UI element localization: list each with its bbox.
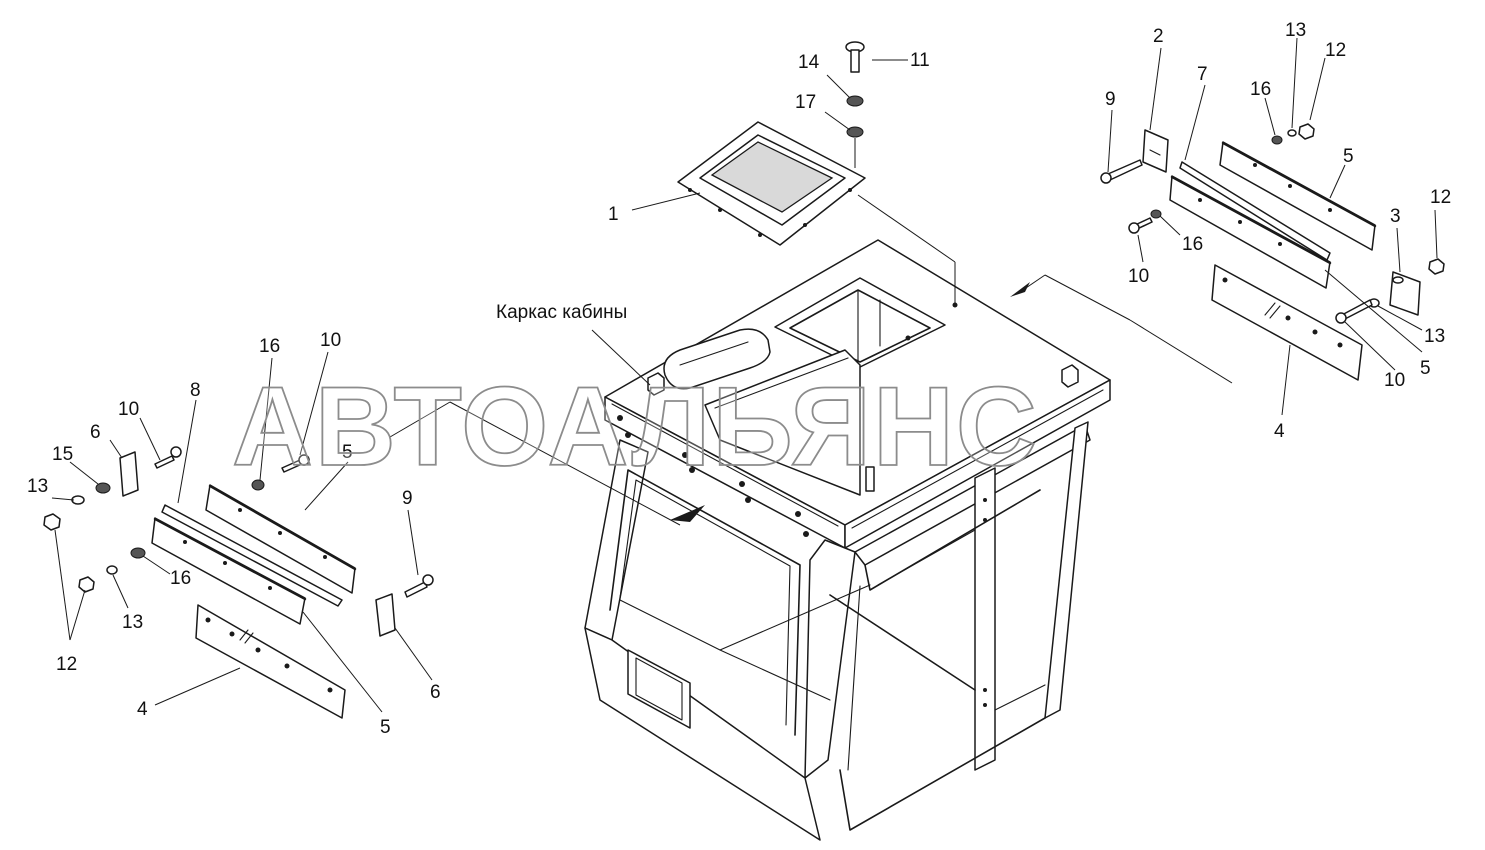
callout-5-left-bottom: 5 <box>380 717 391 738</box>
callout-14: 14 <box>798 52 820 73</box>
callout-4-left: 4 <box>137 699 148 720</box>
middle-pillar <box>974 467 996 771</box>
right-assembly <box>1010 123 1445 384</box>
callout-11: 11 <box>910 50 930 71</box>
glass-4-left <box>195 604 346 719</box>
callout-12-right-top: 12 <box>1325 40 1346 61</box>
callout-5-left-top: 5 <box>342 442 353 463</box>
callout-6-left-bottom: 6 <box>430 682 441 703</box>
callout-16-left-mid: 16 <box>170 568 191 589</box>
callout-9-left: 9 <box>402 488 413 509</box>
hinge-6-upper <box>119 451 139 497</box>
callout-15: 15 <box>52 444 73 465</box>
roof-window-recess <box>704 349 861 496</box>
cab-frame-caption: Каркас кабины <box>496 302 627 323</box>
callout-13-right-bottom: 13 <box>1424 326 1445 347</box>
callout-10-right-left: 10 <box>1128 266 1149 287</box>
leader-lines <box>51 37 1438 713</box>
callout-5-right-top: 5 <box>1343 146 1354 167</box>
callout-12-left: 12 <box>56 654 77 675</box>
rod-8 <box>161 504 343 607</box>
hatch-cover-assembly <box>677 41 956 305</box>
door-panel <box>584 627 821 841</box>
callout-10-left-top: 10 <box>118 399 139 420</box>
callout-16-right-mid: 16 <box>1182 234 1203 255</box>
roof-hatch-opening <box>774 277 946 369</box>
callout-16-right-top: 16 <box>1250 79 1271 100</box>
callout-8: 8 <box>190 380 201 401</box>
hinge-6-lower <box>375 593 396 637</box>
rear-pillar <box>1044 421 1089 719</box>
callout-7: 7 <box>1197 64 1208 85</box>
callout-3: 3 <box>1390 206 1401 227</box>
callout-2: 2 <box>1153 26 1164 47</box>
watermark-text: АВТОАЛЬЯНС <box>232 364 1039 489</box>
callouts: 11 14 17 1 9 2 7 16 13 12 5 16 10 12 3 1… <box>27 20 1451 738</box>
hinge-2 <box>1142 129 1169 173</box>
callout-10-right-bottom: 10 <box>1384 370 1405 391</box>
callout-5-right-bottom: 5 <box>1420 358 1431 379</box>
callout-13-left-top: 13 <box>27 476 48 497</box>
callout-10-left-right: 10 <box>320 330 341 351</box>
callout-12-right-bottom: 12 <box>1430 187 1451 208</box>
callout-1: 1 <box>608 204 619 225</box>
callout-16-left-top: 16 <box>259 336 280 357</box>
left-assembly <box>43 401 705 719</box>
cab-frame <box>584 239 1111 841</box>
callout-4-right: 4 <box>1274 421 1285 442</box>
door-window <box>627 649 691 729</box>
glass-4-right <box>1211 264 1363 381</box>
callout-17: 17 <box>795 92 816 113</box>
front-right-pillar <box>804 539 856 779</box>
callout-9-right: 9 <box>1105 89 1116 110</box>
callout-6-left-top: 6 <box>90 422 101 443</box>
callout-13-left-bottom: 13 <box>122 612 143 633</box>
callout-13-right-top: 13 <box>1285 20 1306 41</box>
